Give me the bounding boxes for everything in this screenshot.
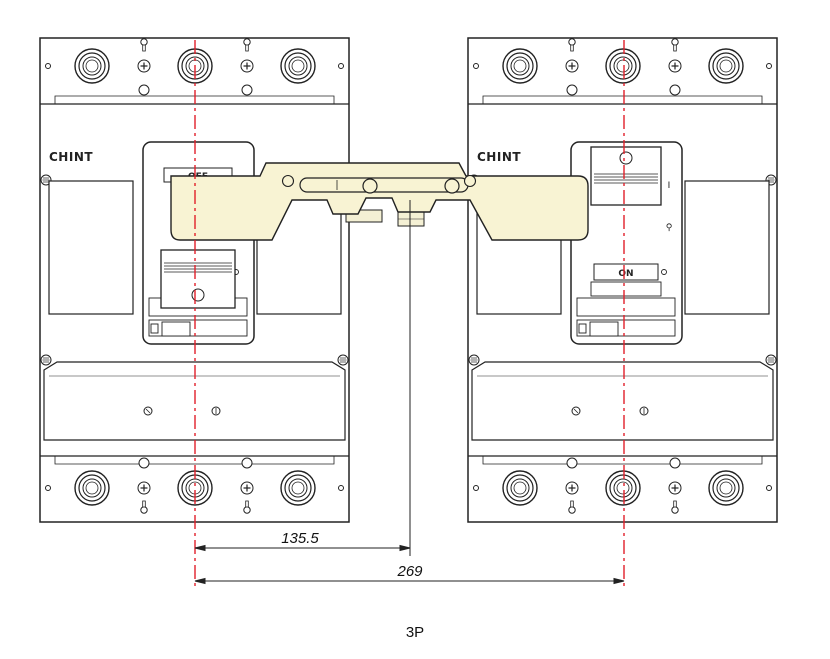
on-position-mark: I <box>668 181 671 191</box>
dimension-full-spacing: 269 <box>396 563 423 580</box>
dimension-lines <box>194 200 625 585</box>
handle-state-label-right: ON <box>618 269 633 279</box>
brand-logo-left: CHINT <box>49 150 93 164</box>
svg-text:⚲: ⚲ <box>666 223 673 233</box>
dimension-half-spacing: 135.5 <box>281 530 319 547</box>
interlock-plate <box>170 162 589 241</box>
brand-logo-right: CHINT <box>477 150 521 164</box>
handle-right: ON <box>590 146 662 297</box>
pole-caption: 3P <box>406 624 424 641</box>
lock-icon: ⚲ <box>666 223 673 233</box>
interlock-plate-body <box>170 162 589 241</box>
centerlines <box>194 40 625 590</box>
breaker-right: CHINT ON I ⚲ <box>468 38 777 522</box>
